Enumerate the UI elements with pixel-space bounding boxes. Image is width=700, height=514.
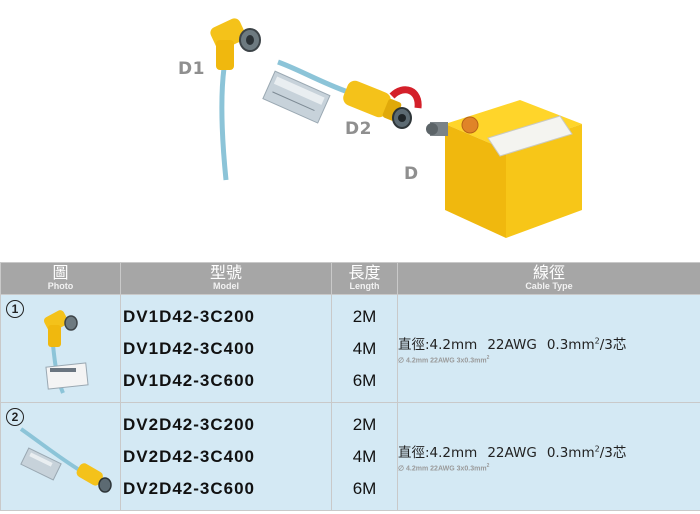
table-row: 1 DV1D42-3C200 DV1D42-3C400 DV1D42-3C600…	[0, 294, 700, 403]
cable-length: 4M	[352, 338, 377, 358]
model-number: DV1D42-3C200	[123, 306, 256, 326]
model-cell-group-1: DV1D42-3C200 DV1D42-3C400 DV1D42-3C600	[120, 294, 332, 403]
header-length: 長度 Length	[331, 262, 398, 295]
cable-spec-note: ∅ 4.2mm 22AWG 3x0.3mm2	[398, 462, 490, 473]
cable-length: 6M	[352, 370, 377, 390]
photo-cell-group-1: 1	[0, 294, 121, 403]
d2-cable	[277, 59, 349, 95]
group-number-badge: 1	[6, 300, 24, 318]
model-number: DV2D42-3C600	[123, 478, 256, 498]
header-model: 型號 Model	[120, 262, 332, 295]
model-number: DV2D42-3C400	[123, 446, 256, 466]
photo-cell-group-2: 2	[0, 402, 121, 511]
cable-length: 4M	[352, 446, 377, 466]
table-row: 2 DV2D42-3C200 DV2D42-3C400 DV2D42-3C600…	[0, 402, 700, 511]
table-header-row: 圖 Photo 型號 Model 長度 Length 線徑 Cable Type	[0, 262, 700, 295]
d1-angled-connector	[210, 18, 261, 70]
model-number: DV1D42-3C600	[123, 370, 256, 390]
sensor-assembly-drawing	[210, 18, 582, 238]
cable-length: 2M	[352, 306, 377, 326]
cable-tag	[262, 70, 331, 124]
d-proximity-sensor	[426, 100, 582, 238]
model-cell-group-2: DV2D42-3C200 DV2D42-3C400 DV2D42-3C600	[120, 402, 332, 511]
angled-connector-thumbnail	[43, 310, 89, 394]
d2-straight-connector	[343, 80, 422, 129]
spec-table: 圖 Photo 型號 Model 長度 Length 線徑 Cable Type…	[0, 262, 700, 511]
model-number: DV2D42-3C200	[123, 414, 256, 434]
length-cell-group-1: 2M 4M 6M	[331, 294, 398, 403]
callout-d1: D1	[178, 59, 205, 79]
d1-cable	[219, 67, 229, 181]
length-cell-group-2: 2M 4M 6M	[331, 402, 398, 511]
callout-d2: D2	[345, 119, 372, 139]
straight-connector-thumbnail	[19, 427, 112, 493]
callout-d: D	[404, 164, 419, 184]
model-number: DV1D42-3C400	[123, 338, 256, 358]
product-illustration: D1 D2 D	[178, 18, 582, 238]
cable-length: 2M	[352, 414, 377, 434]
header-photo: 圖 Photo	[0, 262, 121, 295]
header-cable-type: 線徑 Cable Type	[397, 262, 700, 295]
cable-length: 6M	[352, 478, 377, 498]
cable-spec-note: ∅ 4.2mm 22AWG 3x0.3mm2	[398, 354, 490, 365]
group-number-badge: 2	[6, 408, 24, 426]
